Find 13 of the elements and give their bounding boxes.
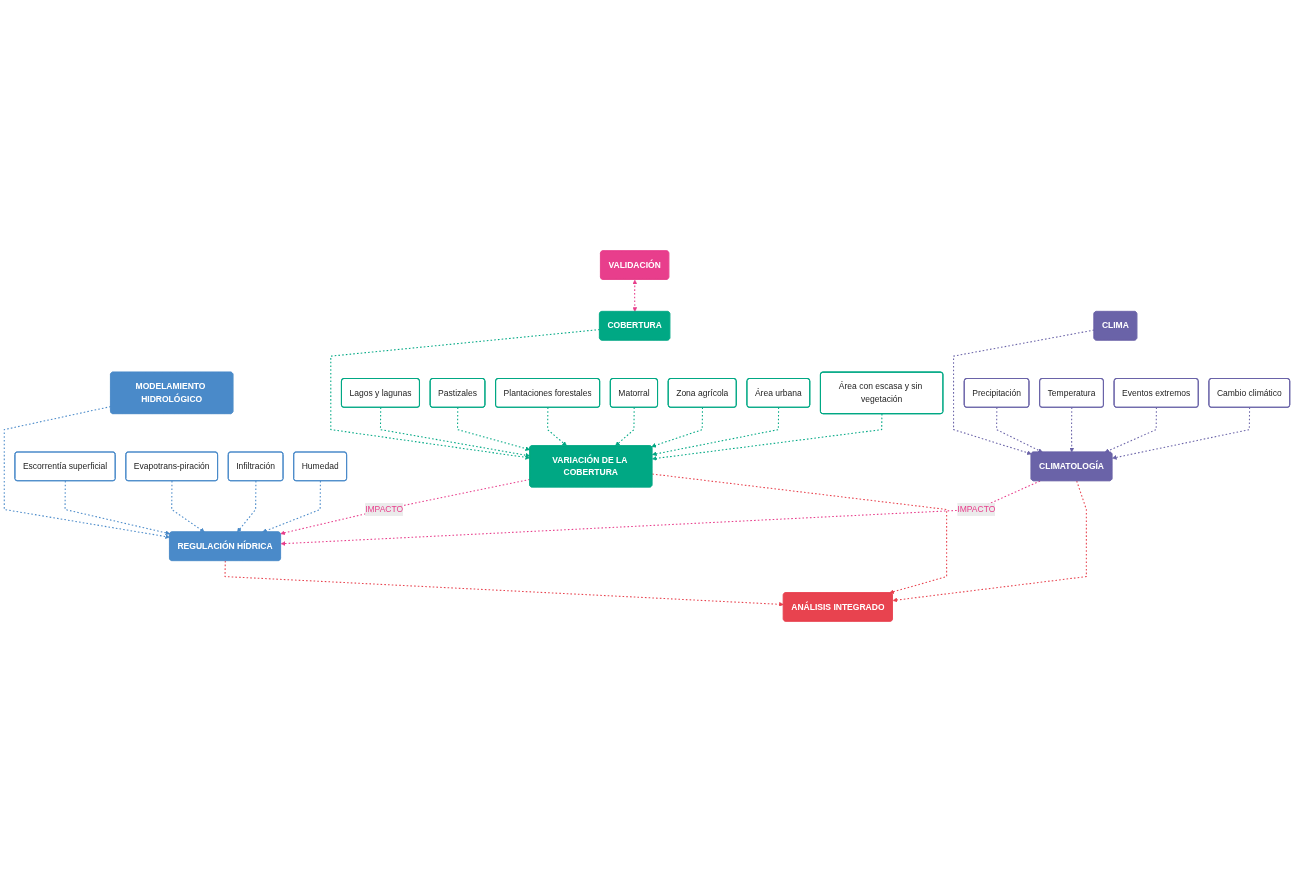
arrow xyxy=(237,480,257,533)
arrow xyxy=(64,480,171,536)
arrow xyxy=(262,480,321,533)
arrow xyxy=(171,480,205,533)
arrow xyxy=(280,480,1041,546)
arrow xyxy=(3,406,170,539)
arrow xyxy=(892,480,1087,603)
arrow xyxy=(330,329,601,460)
edge-label: IMPACTO xyxy=(365,504,404,514)
arrow xyxy=(632,279,638,312)
arrow xyxy=(224,560,784,607)
arrow xyxy=(652,413,883,461)
edge-label: IMPACTO xyxy=(957,504,996,514)
